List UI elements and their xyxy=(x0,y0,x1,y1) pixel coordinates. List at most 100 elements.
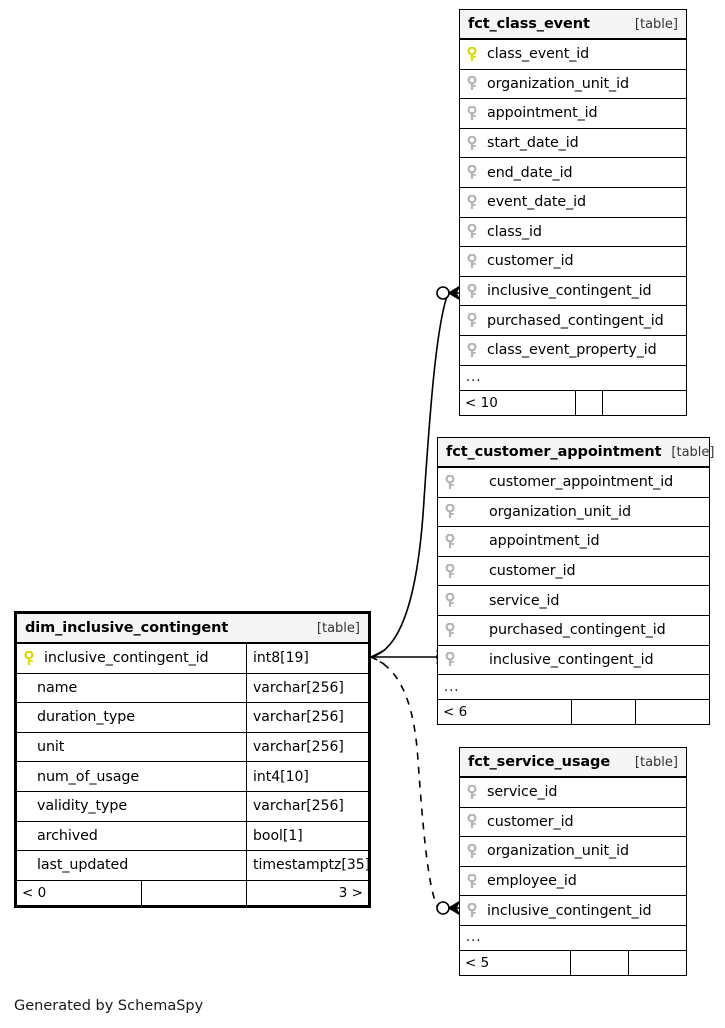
column-cell: inclusive_contingent_id xyxy=(438,646,709,675)
column-cell: inclusive_contingent_id xyxy=(460,896,686,925)
table-fct_class_event[interactable]: fct_class_event [table] class_event_id o… xyxy=(459,9,687,416)
column-cell: employee_id xyxy=(460,867,686,896)
footer-middle xyxy=(570,950,628,975)
column-cell: class_id xyxy=(460,218,686,247)
column-name: customer_id xyxy=(487,813,574,830)
table-row[interactable]: appointment_id xyxy=(460,99,686,129)
primary-key-icon xyxy=(467,46,480,62)
column-name: duration_type xyxy=(37,709,135,726)
column-name: num_of_usage xyxy=(37,768,140,785)
table-row[interactable]: customer_id xyxy=(460,807,686,838)
table-row[interactable]: last_updated timestamptz[35] xyxy=(17,851,370,881)
column-name: archived xyxy=(37,827,98,844)
table-row[interactable]: organization_unit_id xyxy=(438,497,709,528)
table-row[interactable]: validity_type varchar[256] xyxy=(17,791,368,822)
table-row[interactable]: duration_type varchar[256] xyxy=(17,703,368,733)
foreign-key-icon xyxy=(467,253,480,269)
column-name: inclusive_contingent_id xyxy=(487,902,652,919)
column-name: service_id xyxy=(487,784,558,801)
column-type: varchar[256] xyxy=(246,791,368,821)
table-row[interactable]: employee_id xyxy=(460,866,686,897)
table-header: fct_customer_appointment [table] xyxy=(438,438,714,468)
primary-key-icon xyxy=(24,650,37,666)
table-row[interactable]: class_id xyxy=(460,217,686,248)
footer-outgoing-count xyxy=(628,950,686,975)
table-row[interactable]: name varchar[256] xyxy=(17,673,368,704)
column-cell: class_event_id xyxy=(460,40,686,69)
table-row[interactable]: class_event_property_id xyxy=(460,335,686,366)
column-type: int4[10] xyxy=(246,762,368,791)
column-name: class_event_property_id xyxy=(487,342,657,359)
table-row[interactable]: service_id xyxy=(438,586,709,616)
table-dim_inclusive_contingent[interactable]: dim_inclusive_contingent [table] inclusi… xyxy=(14,611,371,908)
column-cell: name xyxy=(17,674,246,703)
column-type: timestamptz[35] xyxy=(246,851,370,880)
column-name: customer_id xyxy=(487,253,574,270)
column-name: last_updated xyxy=(37,857,129,874)
table-row[interactable]: inclusive_contingent_id int8[19] xyxy=(17,644,368,674)
footer-incoming-count: < 0 xyxy=(22,884,47,901)
column-cell: class_event_property_id xyxy=(460,336,686,365)
column-cell: service_id xyxy=(438,586,709,615)
column-cell: appointment_id xyxy=(460,99,686,128)
column-name: start_date_id xyxy=(487,135,579,152)
table-type-tag: [table] xyxy=(634,16,678,32)
foreign-key-icon xyxy=(467,194,480,210)
foreign-key-icon xyxy=(467,224,480,239)
table-row[interactable]: service_id xyxy=(460,778,686,808)
column-name: inclusive_contingent_id xyxy=(489,651,654,668)
table-row[interactable]: inclusive_contingent_id xyxy=(438,645,709,676)
column-cell: duration_type xyxy=(17,703,246,732)
column-cell: service_id xyxy=(460,778,686,807)
footer-incoming-count: < 6 xyxy=(443,704,468,721)
column-cell: customer_id xyxy=(460,247,686,276)
table-row[interactable]: inclusive_contingent_id xyxy=(460,896,686,926)
table-row[interactable]: num_of_usage int4[10] xyxy=(17,762,368,792)
column-name: customer_appointment_id xyxy=(489,474,674,491)
table-row[interactable]: organization_unit_id xyxy=(460,837,686,867)
table-row[interactable]: customer_id xyxy=(460,247,686,277)
table-row[interactable]: class_event_id xyxy=(460,40,686,70)
column-name: end_date_id xyxy=(487,164,573,181)
footer-middle xyxy=(575,390,602,415)
table-row[interactable]: event_date_id xyxy=(460,187,686,218)
column-type: varchar[256] xyxy=(246,732,368,762)
column-name: service_id xyxy=(489,592,560,609)
column-name: class_event_id xyxy=(487,46,590,63)
column-cell: unit xyxy=(17,733,246,762)
footer-middle xyxy=(141,880,246,905)
endpoint-class-event xyxy=(436,286,460,300)
column-cell: last_updated xyxy=(17,851,246,880)
footer-outgoing-count xyxy=(602,390,686,415)
table-row[interactable]: appointment_id xyxy=(438,527,709,557)
column-cell: organization_unit_id xyxy=(460,837,686,866)
table-footer: < 6 xyxy=(438,700,709,725)
column-type: bool[1] xyxy=(246,821,368,851)
column-name: appointment_id xyxy=(487,105,598,122)
foreign-key-icon xyxy=(445,474,458,490)
table-row[interactable]: organization_unit_id xyxy=(460,69,686,100)
table-header: dim_inclusive_contingent [table] xyxy=(17,614,368,644)
table-fct_customer_appointment[interactable]: fct_customer_appointment [table] custome… xyxy=(437,437,714,726)
table-title: fct_customer_appointment xyxy=(446,444,662,460)
table-row[interactable]: purchased_contingent_id xyxy=(438,615,709,646)
table-row[interactable]: customer_appointment_id xyxy=(438,468,709,498)
anchor-stub-service-usage xyxy=(370,656,387,666)
table-row[interactable]: customer_id xyxy=(438,556,709,587)
column-type: int8[19] xyxy=(246,644,368,673)
column-name: organization_unit_id xyxy=(487,843,629,860)
anchor-stub-class-event xyxy=(370,649,386,658)
table-row[interactable]: archived bool[1] xyxy=(17,821,368,852)
more-columns-indicator: ... xyxy=(438,675,709,701)
table-row[interactable]: end_date_id xyxy=(460,158,686,188)
table-row[interactable]: purchased_contingent_id xyxy=(460,306,686,336)
table-fct_service_usage[interactable]: fct_service_usage [table] service_id cus… xyxy=(459,747,687,976)
foreign-key-icon xyxy=(445,563,458,579)
generator-credit: Generated by SchemaSpy xyxy=(14,998,204,1014)
foreign-key-icon xyxy=(445,652,458,667)
table-row[interactable]: start_date_id xyxy=(460,128,686,159)
table-row[interactable]: unit varchar[256] xyxy=(17,732,368,763)
table-row[interactable]: inclusive_contingent_id xyxy=(460,276,686,307)
foreign-key-icon xyxy=(467,313,480,328)
